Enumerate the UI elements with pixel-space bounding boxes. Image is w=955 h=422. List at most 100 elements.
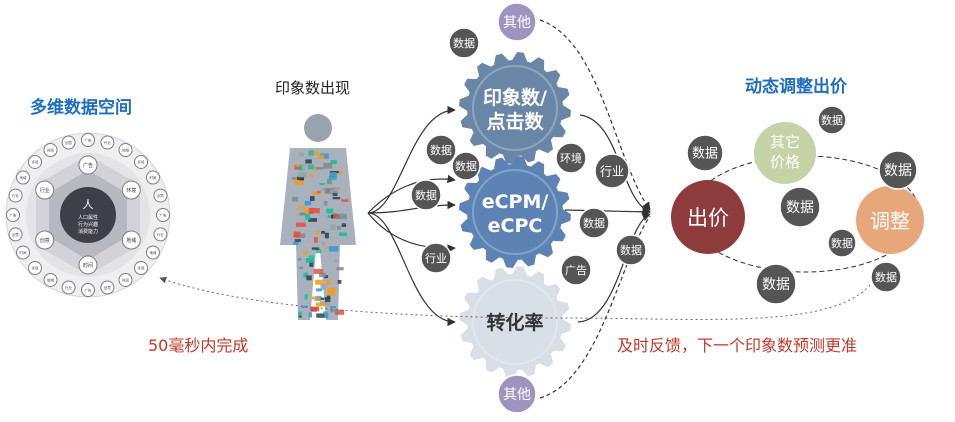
data-badge: 数据 (410, 179, 442, 211)
other-badge-top: 其他 (497, 2, 537, 42)
data-badge: 数据 (817, 105, 847, 135)
collage-tile (299, 212, 306, 216)
outer-node-label: 地域 (122, 148, 129, 153)
data-badges: 其他其他数据数据数据数据行业环境行业数据数据广告数据数据数据数据数据数据数据 (410, 2, 918, 414)
ring-node-label: 环境 (126, 187, 136, 194)
collage-tile (303, 272, 309, 278)
collage-tile (298, 165, 303, 171)
gear-label: 印象数/ (483, 86, 547, 109)
outer-node-label: 环境 (31, 160, 38, 165)
collage-tile (321, 241, 326, 246)
fan-out-arrows (367, 105, 456, 327)
collage-tile (341, 223, 347, 227)
collage-tile (298, 152, 305, 157)
outer-node: 环境 (134, 154, 149, 169)
other-badge-bottom-label: 其他 (503, 387, 531, 403)
outer-node: 环境 (134, 261, 149, 276)
collage-tile (324, 296, 331, 302)
collage-tile (307, 164, 314, 170)
gear-1: 印象数/点击数 (459, 52, 571, 164)
env-badge: 环境 (555, 142, 587, 174)
collage-tile (315, 167, 324, 170)
outer-node: 广告 (156, 208, 170, 222)
arrow-to-gear-1b (367, 174, 456, 214)
data-badge: 数据 (448, 27, 480, 59)
collage-tile (303, 208, 310, 214)
outer-node-label: 环境 (31, 266, 38, 271)
industry-badge-label: 行业 (600, 164, 624, 178)
collage-tile (293, 241, 299, 245)
outer-node-label: 创意 (104, 285, 111, 290)
outer-node: 广告 (81, 133, 95, 147)
collage-tile (309, 260, 314, 267)
gear-body (467, 164, 563, 260)
impression-title: 印象数出现 (275, 79, 351, 97)
outer-node: 创意 (61, 135, 76, 150)
ring-node-label: 地域 (126, 237, 136, 244)
collage-tile (304, 200, 312, 206)
other-price-line-1: 其它 (770, 133, 800, 151)
outer-node-label: 创意 (157, 193, 164, 198)
collage-tile (308, 312, 312, 318)
gear-2: eCPM/eCPC (459, 156, 571, 268)
data-badge-label: 数据 (583, 216, 605, 230)
outer-node-label: 广告 (85, 138, 92, 143)
outer-node-label: 地域 (47, 278, 54, 283)
data-badge-label: 数据 (692, 147, 718, 162)
collage-tile (308, 218, 317, 222)
collage-tile (337, 279, 342, 284)
collage-tile (314, 296, 322, 301)
collage-tile (317, 154, 324, 159)
collage-tile (309, 196, 315, 201)
outer-node-label: 广告 (10, 213, 17, 218)
data-badge-label: 数据 (884, 163, 912, 179)
collage-tile (299, 164, 306, 171)
ring-node-label: 行业 (40, 187, 50, 194)
outer-node-label: 环境 (138, 160, 145, 165)
collage-tile (332, 196, 341, 200)
collage-tile (295, 163, 300, 167)
dynamic-bid-title: 动态调整出价 (745, 77, 847, 97)
outer-node-label: 环境 (138, 266, 145, 271)
outer-node: 时间 (43, 143, 58, 158)
data-badge-label: 数据 (786, 200, 814, 216)
collage-tile (294, 164, 301, 170)
data-badge: 数据 (827, 228, 857, 258)
collage-tile (329, 170, 339, 174)
collage-tile (326, 280, 332, 285)
outer-node-label: 广告 (160, 213, 167, 218)
collage-tile (313, 167, 318, 171)
outer-node: 时间 (118, 272, 133, 287)
gear-body (467, 274, 563, 370)
ring-node-label: 创意 (40, 237, 50, 244)
collage-tile (294, 179, 305, 185)
outer-node-label: 创意 (12, 232, 19, 237)
data-badge-label: 数据 (831, 236, 853, 250)
collage-tile (306, 275, 312, 281)
outer-node: 创意 (153, 188, 168, 203)
other-price-line-2: 价格 (770, 153, 800, 171)
outer-node: 行业 (153, 227, 168, 242)
outer-node: 时间 (145, 170, 160, 185)
collage-tile (324, 275, 329, 279)
data-badge: 数据 (779, 186, 821, 228)
adjust-label: 调整 (870, 209, 910, 233)
collage-tile (319, 153, 329, 159)
collage-tile (335, 309, 345, 315)
collage-tile (324, 201, 328, 206)
data-badge-label: 数据 (455, 159, 477, 173)
collage-tile (321, 230, 325, 234)
ring-node-label: 广告 (83, 162, 93, 169)
outer-node: 行业 (61, 280, 76, 295)
collage-tile (298, 172, 308, 178)
collage-tile (315, 230, 319, 235)
data-badge: 数据 (615, 234, 647, 266)
collage-tile (327, 287, 336, 293)
outer-node-label: 行业 (12, 193, 19, 198)
bid-label: 出价 (687, 206, 729, 230)
collage-tile (298, 257, 302, 261)
right-note: 及时反馈，下一个印象数预测更准 (617, 336, 858, 355)
